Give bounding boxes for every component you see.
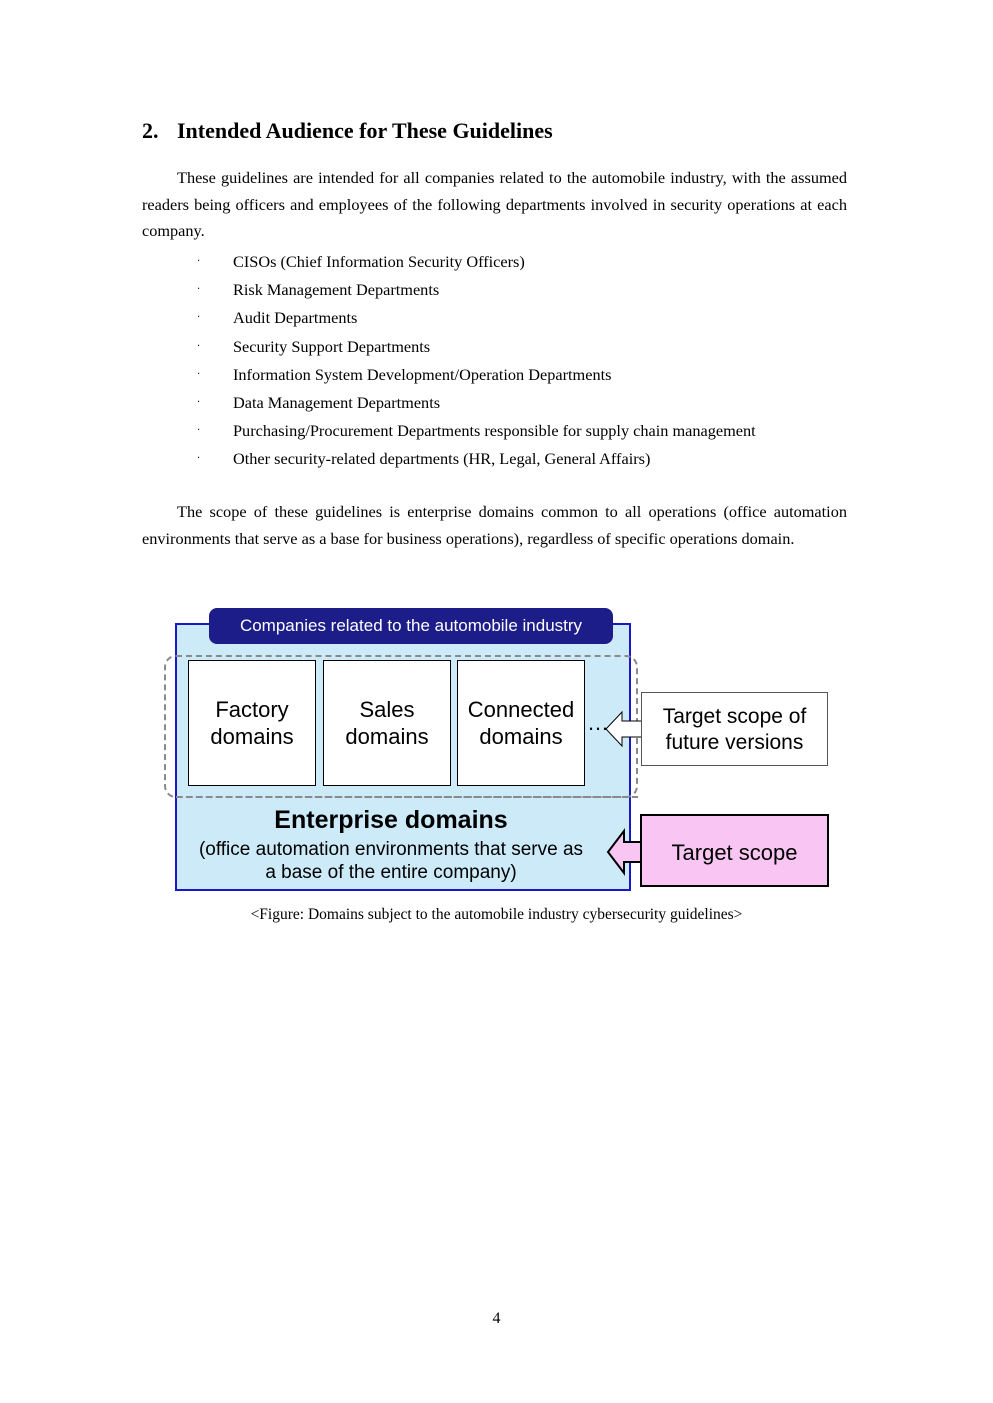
scope-paragraph: The scope of these guidelines is enterpr… — [142, 499, 847, 552]
future-scope-box: Target scope of future versions — [641, 692, 828, 766]
page-number: 4 — [492, 1310, 501, 1327]
target-scope-arrow-icon — [606, 828, 644, 876]
enterprise-domains-description: (office automation environments that ser… — [198, 839, 584, 883]
intro-paragraph-text: These guidelines are intended for all co… — [142, 168, 847, 241]
dashed-divider — [176, 796, 638, 798]
bullet-marker: ‧ — [197, 425, 201, 437]
list-item: ‧Purchasing/Procurement Departments resp… — [197, 418, 756, 446]
list-item: ‧Risk Management Departments — [197, 277, 756, 305]
scope-paragraph-text: The scope of these guidelines is enterpr… — [142, 502, 847, 548]
bullet-marker: ‧ — [197, 453, 201, 465]
list-item: ‧Data Management Departments — [197, 390, 756, 418]
section-title: Intended Audience for These Guidelines — [177, 118, 553, 143]
bullet-marker: ‧ — [197, 256, 201, 267]
section-number: 2. — [142, 118, 159, 143]
audience-list: ‧CISOs (Chief Information Security Offic… — [197, 249, 756, 475]
bullet-marker: ‧ — [197, 284, 201, 296]
list-item: ‧Security Support Departments — [197, 334, 756, 362]
figure-caption: <Figure: Domains subject to the automobi… — [250, 906, 743, 923]
bullet-marker: ‧ — [197, 368, 201, 380]
bullet-marker: ‧ — [197, 396, 201, 408]
enterprise-domains-title: Enterprise domains — [274, 806, 508, 834]
companies-label: Companies related to the automobile indu… — [209, 608, 613, 644]
list-item: ‧CISOs (Chief Information Security Offic… — [197, 249, 756, 277]
more-domains-ellipsis: … — [587, 710, 610, 735]
list-item: ‧Audit Departments — [197, 305, 756, 333]
list-item: ‧Other security-related departments (HR,… — [197, 446, 756, 474]
target-scope-box: Target scope — [640, 814, 829, 887]
sales-domains-box: Sales domains — [323, 660, 451, 786]
bullet-marker: ‧ — [197, 340, 201, 352]
future-scope-arrow-icon — [605, 710, 643, 748]
factory-domains-box: Factory domains — [188, 660, 316, 786]
bullet-marker: ‧ — [197, 312, 201, 324]
intro-paragraph: These guidelines are intended for all co… — [142, 165, 847, 245]
connected-domains-box: Connected domains — [457, 660, 585, 786]
list-item: ‧Information System Development/Operatio… — [197, 362, 756, 390]
section-heading: 2. Intended Audience for These Guidelines — [142, 118, 553, 144]
